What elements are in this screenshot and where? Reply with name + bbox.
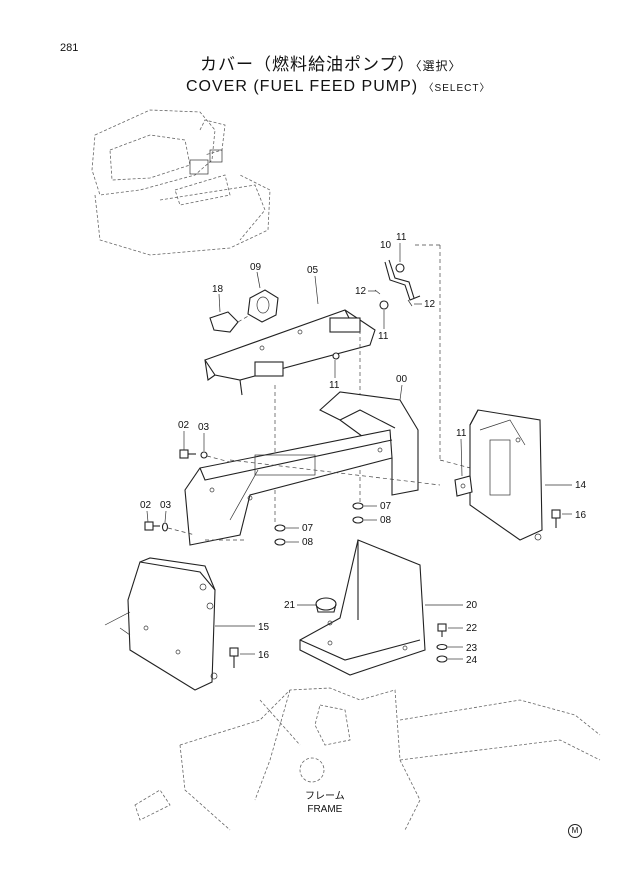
part-21-cap xyxy=(315,597,337,613)
callout-21: 21 xyxy=(284,600,296,611)
callout-00: 00 xyxy=(396,374,408,385)
callout-09: 09 xyxy=(250,262,262,273)
callout-12-left: 12 xyxy=(355,286,367,297)
parts-22-24-hardware xyxy=(436,623,448,663)
excavator-outline xyxy=(91,109,271,256)
callout-08-right: 08 xyxy=(380,515,392,526)
part-05-top-cover xyxy=(204,309,376,525)
title-en-select: 〈SELECT〉 xyxy=(423,83,491,94)
callout-16-right: 16 xyxy=(575,510,587,521)
callout-03-upper: 03 xyxy=(198,422,210,433)
page-number: 281 xyxy=(60,42,79,54)
part-18-clip xyxy=(209,311,251,333)
callout-11-right: 11 xyxy=(456,428,467,439)
frame-label-en: FRAME xyxy=(307,804,343,815)
callout-08-left: 08 xyxy=(302,537,314,548)
callout-07-left: 07 xyxy=(302,523,314,534)
callout-23: 23 xyxy=(466,643,478,654)
part-20-bracket xyxy=(299,539,426,676)
part-11-bolt xyxy=(332,352,340,360)
frame-label: フレーム FRAME xyxy=(305,790,345,816)
callout-05: 05 xyxy=(307,265,319,276)
bolt-set-02-03-upper xyxy=(179,449,231,463)
callout-24: 24 xyxy=(466,655,478,666)
callout-15: 15 xyxy=(258,622,270,633)
page-mark: M xyxy=(568,824,582,838)
callout-10: 10 xyxy=(380,240,392,251)
title-en-text: COVER (FUEL FEED PUMP) xyxy=(186,78,419,95)
part-14-side-cover xyxy=(454,409,543,541)
part-10-bracket xyxy=(374,244,479,471)
callouts: 09 18 05 10 11 12 12 11 11 00 02 03 11 1… xyxy=(140,232,587,666)
callout-14: 14 xyxy=(575,480,587,491)
part-09-grommet xyxy=(247,289,279,323)
title-english: COVER (FUEL FEED PUMP) 〈SELECT〉 xyxy=(186,78,490,96)
callout-03-lower: 03 xyxy=(160,500,172,511)
bolt-set-02-03-lower xyxy=(144,521,196,536)
frame-label-jp: フレーム xyxy=(305,791,345,802)
part-16-bolt-right xyxy=(551,509,561,528)
frame-outline xyxy=(134,687,601,831)
washers-07-08-right xyxy=(352,502,364,524)
callout-11-mid: 11 xyxy=(378,331,389,342)
callout-16-left: 16 xyxy=(258,650,270,661)
callout-02-lower: 02 xyxy=(140,500,152,511)
callout-07-right: 07 xyxy=(380,501,392,512)
callout-20: 20 xyxy=(466,600,478,611)
callout-11-top: 11 xyxy=(396,232,407,243)
callout-11-low: 11 xyxy=(329,380,340,391)
title-japanese: カバー（燃料給油ポンプ）〈選択〉 xyxy=(200,50,462,75)
callout-18: 18 xyxy=(212,284,224,295)
title-jp-select: 〈選択〉 xyxy=(415,59,462,73)
callout-02-upper: 02 xyxy=(178,420,190,431)
title-jp-text: カバー（燃料給油ポンプ） xyxy=(200,55,416,74)
part-15-left-cover xyxy=(104,557,218,691)
washers-07-08-left xyxy=(274,524,286,546)
callout-12-right: 12 xyxy=(424,299,436,310)
callout-22: 22 xyxy=(466,623,478,634)
part-00-main-cover xyxy=(184,391,441,546)
part-16-bolt-left xyxy=(229,647,239,668)
